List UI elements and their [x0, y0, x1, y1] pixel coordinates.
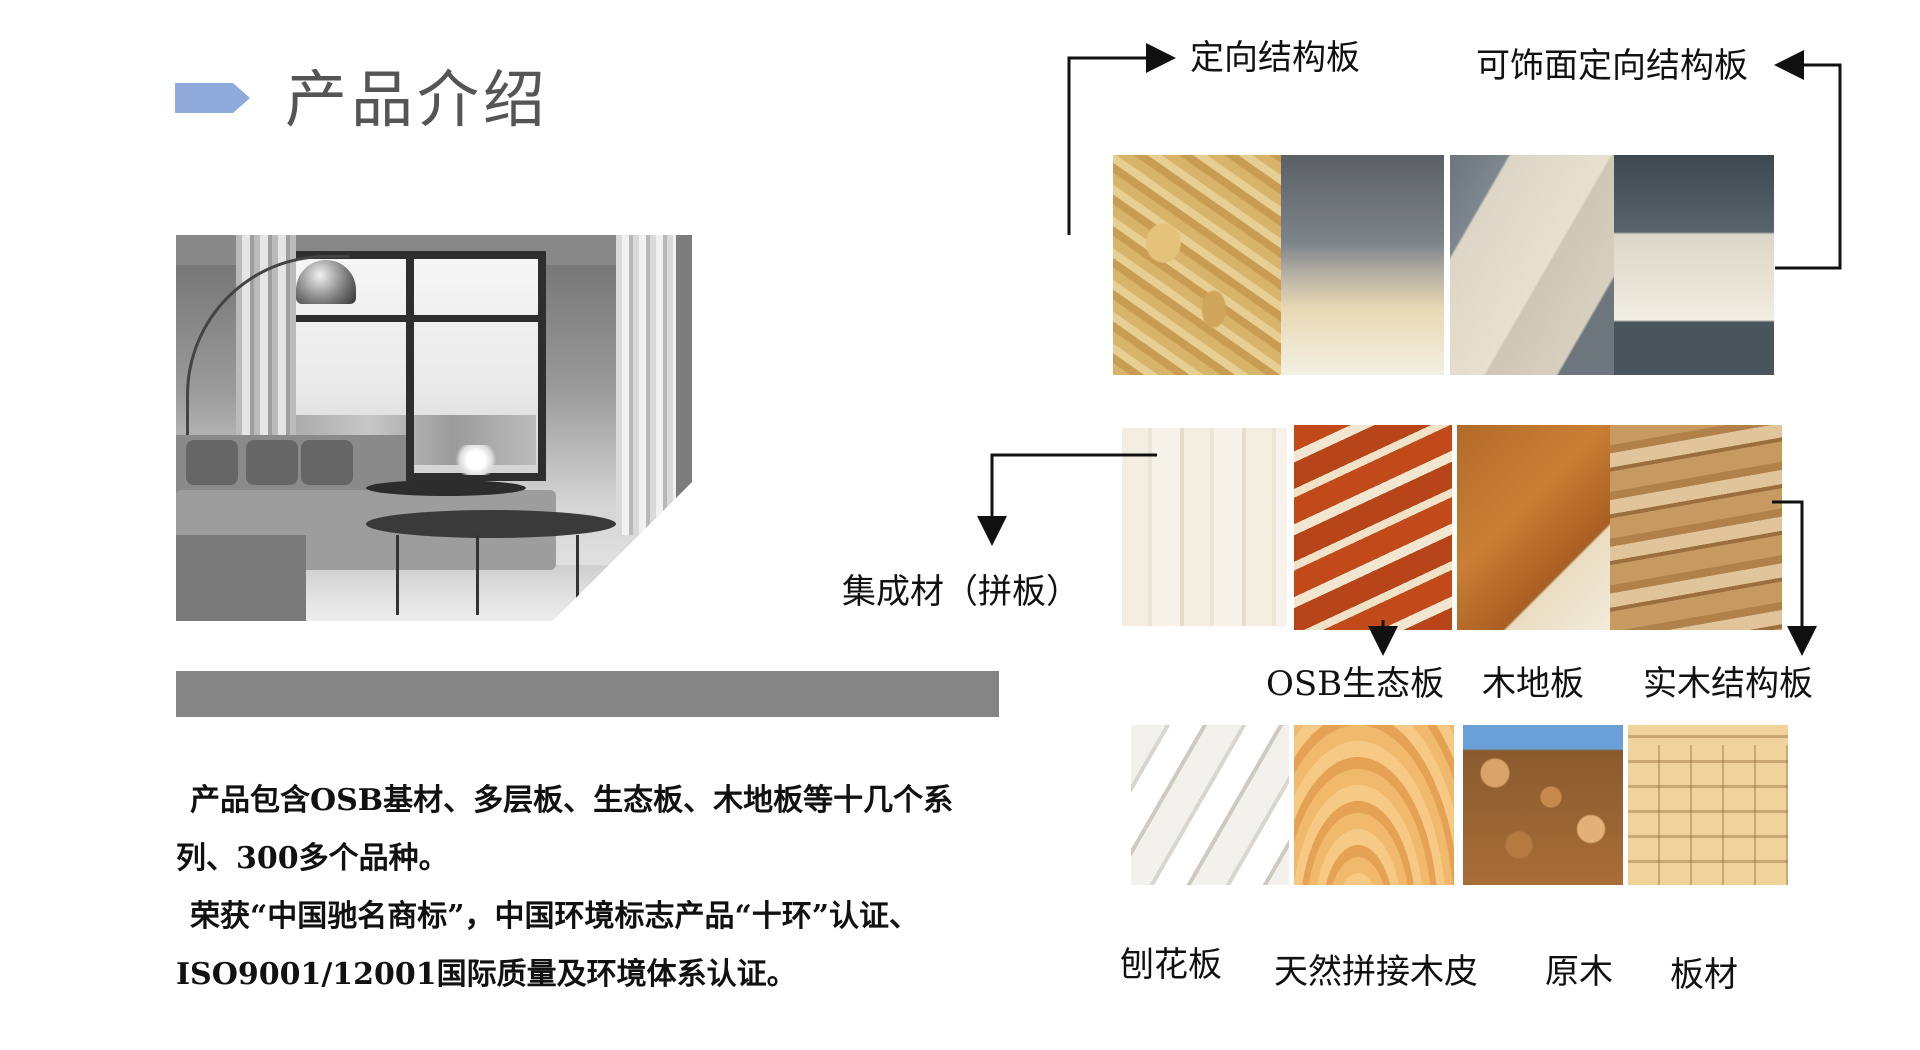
finish-osb-photo-1 — [1450, 155, 1614, 375]
description-paragraph-1: 产品包含OSB基材、多层板、生态板、木地板等十几个系列、300多个品种。 — [176, 783, 954, 876]
arrow-to-finish-osb — [1774, 50, 1842, 270]
finish-osb-photo-2 — [1614, 155, 1774, 375]
description-paragraph-2: 荣获“中国驰名商标”，中国环境标志产品“十环”认证、ISO9001/12001国… — [176, 899, 920, 992]
osb-board-photo-1 — [1113, 155, 1281, 375]
title-marker-icon — [175, 83, 250, 113]
eco-board-photo — [1294, 425, 1452, 630]
particle-board-photo — [1131, 725, 1289, 885]
divider-bar — [176, 671, 999, 717]
label-lumber: 板材 — [1670, 955, 1738, 995]
osb-board-photo-2 — [1281, 155, 1444, 375]
log-photo — [1463, 725, 1623, 885]
arrow-to-finger-joint — [977, 453, 1157, 546]
label-veneer: 天然拼接木皮 — [1274, 952, 1478, 992]
veneer-photo — [1294, 725, 1454, 885]
arrow-to-osb — [1067, 43, 1176, 235]
label-finger-joint: 集成材（拼板） — [842, 572, 1080, 612]
wood-floor-photo — [1457, 425, 1610, 630]
label-solid-structure: 实木结构板 — [1643, 664, 1813, 704]
arrow-to-solid-structure — [1772, 500, 1817, 656]
description: 产品包含OSB基材、多层板、生态板、木地板等十几个系列、300多个品种。 荣获“… — [176, 772, 1006, 1004]
label-osb: 定向结构板 — [1190, 38, 1360, 78]
solid-structure-board-photo — [1610, 425, 1782, 630]
page-title: 产品介绍 — [285, 63, 550, 136]
living-room-photo — [176, 235, 692, 621]
label-eco-board: OSB生态板 — [1266, 664, 1445, 704]
finger-joint-board-photo — [1122, 428, 1287, 626]
label-wood-floor: 木地板 — [1482, 664, 1584, 704]
lumber-photo — [1628, 725, 1788, 885]
label-particle-board: 刨花板 — [1120, 945, 1222, 985]
label-log: 原木 — [1545, 952, 1613, 992]
label-finish-osb: 可饰面定向结构板 — [1476, 46, 1748, 86]
